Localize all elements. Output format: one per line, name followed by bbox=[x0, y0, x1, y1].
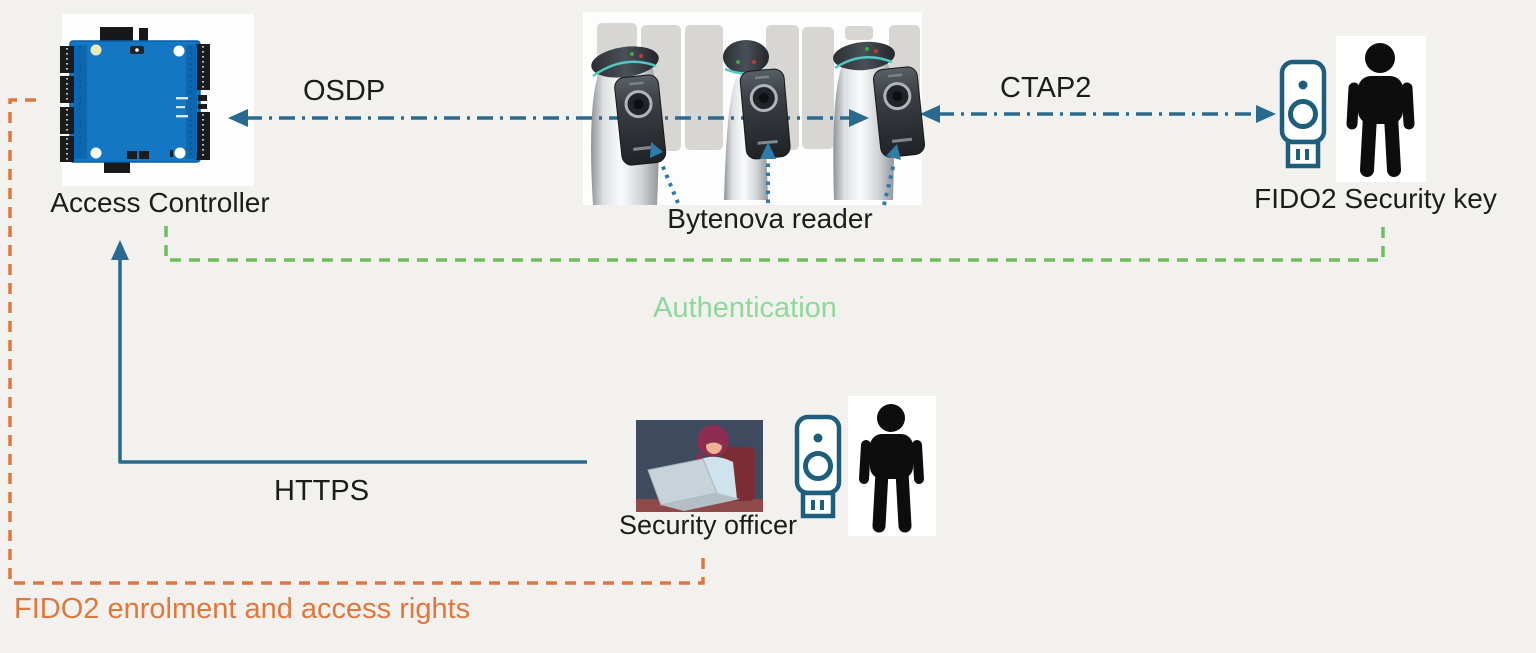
https-label: HTTPS bbox=[274, 475, 370, 507]
ctap2-arrowhead-left bbox=[920, 105, 940, 123]
https-line bbox=[111, 240, 587, 464]
osdp-arrowhead-left bbox=[228, 109, 248, 127]
enrolment-label: FIDO2 enrolment and access rights bbox=[14, 593, 471, 625]
bytenova-reader-icon-2 bbox=[739, 68, 791, 160]
person-icon-right bbox=[1346, 43, 1415, 177]
authentication-label: Authentication bbox=[653, 292, 837, 324]
ctap2-arrowhead-right bbox=[1256, 105, 1276, 123]
https-arrowhead-up bbox=[111, 240, 129, 260]
fido2-key-icon-officer bbox=[794, 414, 842, 519]
reader-pointer-arrows bbox=[650, 142, 901, 206]
security-officer-label: Security officer bbox=[618, 510, 798, 540]
osdp-arrowhead-right bbox=[849, 109, 869, 127]
security-officer-image bbox=[636, 420, 763, 512]
person-icon-officer bbox=[859, 404, 924, 533]
access-controller-label: Access Controller bbox=[50, 187, 270, 218]
ctap2-line bbox=[920, 105, 1276, 123]
ctap2-label: CTAP2 bbox=[1000, 72, 1092, 104]
bytenova-reader-icon-1 bbox=[614, 74, 667, 166]
fido2-key-icon bbox=[1279, 59, 1327, 169]
bytenova-reader-label: Bytenova reader bbox=[667, 203, 873, 234]
osdp-label: OSDP bbox=[303, 75, 386, 107]
fido2-security-key-label: FIDO2 Security key bbox=[1254, 183, 1497, 214]
access-controller-image bbox=[60, 27, 210, 173]
bytenova-reader-icon-3 bbox=[873, 66, 925, 158]
